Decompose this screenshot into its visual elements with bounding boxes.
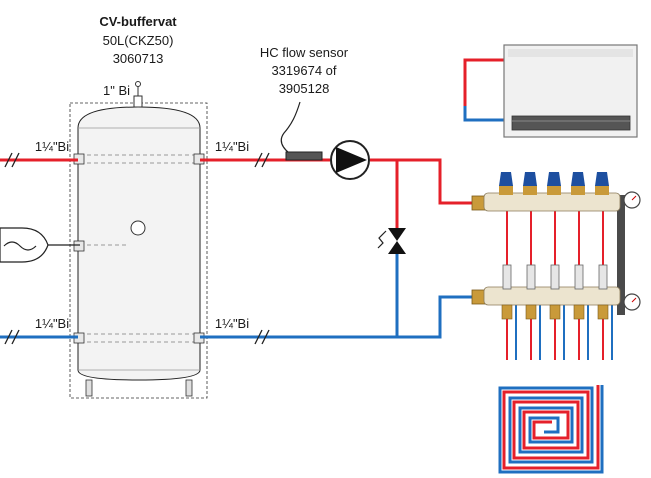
heat-pump-unit [463,44,638,138]
unit-return-pipe [463,106,508,122]
connection-label-left-top: 1¼"Bi [35,139,69,154]
break-mark [11,152,20,168]
sensor-label-line3: 3905128 [279,81,330,96]
pipe-break-marks [4,152,270,345]
air-vent-cap [135,81,141,87]
valve-spring-icon [377,230,387,249]
valve-body [523,185,537,195]
return-pipes [0,254,475,339]
tank-foot-left [85,379,93,397]
gauge-needle [631,297,637,303]
supply-pipe-to-manifold [370,158,475,205]
valve-cap-icon [571,172,585,186]
bypass-valve [377,228,406,254]
coupling [501,304,513,320]
top-connection-label: 1" Bi [103,83,130,98]
coupling [549,304,561,320]
break-mark [261,152,270,168]
tank-title: CV-buffervat [99,14,177,29]
flow-sensor-icon [285,151,323,161]
return-pipe-to-manifold [200,295,475,339]
flow-meter-icon [526,264,536,290]
flow-meter-icon [550,264,560,290]
flow-meter-icon [574,264,584,290]
coupling [573,304,585,320]
break-mark [254,329,263,345]
flow-meter-icon [598,264,608,290]
valve-cap-icon [499,172,513,186]
circulation-pump [330,140,370,180]
pump-direction-icon [336,147,367,173]
tank-foot-right [185,379,193,397]
coil-supply [502,385,600,470]
expansion-vessel-icon [0,227,49,263]
valve-cap-icon [595,172,609,186]
manifold-valves [499,172,609,195]
unit-grille [511,115,631,131]
flow-meters [502,264,608,290]
break-mark [4,152,13,168]
tank-stub-sensor [73,240,85,252]
valve-triangle-bottom-icon [388,241,406,254]
manifold-bracket [617,195,625,315]
valve-body [595,185,609,195]
break-mark [254,152,263,168]
valve-body [571,185,585,195]
manifold-bottom-bar [483,286,621,306]
valve-body [499,185,513,195]
break-mark [4,329,13,345]
buffer-tank [69,81,208,399]
supply-pipes [0,158,475,228]
manifold-top-bar [483,192,621,212]
underfloor-manifold [471,172,641,360]
sensor-label-line2: 3319674 of [271,63,336,78]
couplings [501,304,609,320]
tank-capacity: 50L(CKZ50) [103,33,174,48]
floor-heating-coil-icon [498,385,604,474]
tank-article: 3060713 [113,51,164,66]
air-vent-icon [133,95,143,108]
coupling [597,304,609,320]
circuit-pipes [506,200,613,360]
unit-supply-pipe [463,58,508,106]
valve-cap-icon [523,172,537,186]
connection-label-left-bottom: 1¼"Bi [35,316,69,331]
sensor-cable [280,101,301,154]
coupling [525,304,537,320]
coil-return [498,385,604,474]
valve-triangle-top-icon [388,228,406,241]
connection-label-right-bottom: 1¼"Bi [215,316,249,331]
valve-body [547,185,561,195]
flow-sensor [280,101,323,161]
sensor-label-line1: HC flow sensor [260,45,349,60]
break-mark [11,329,20,345]
expansion-vessel [0,227,80,263]
connection-label-right-top: 1¼"Bi [215,139,249,154]
unit-top-shade [508,49,633,57]
tank-inspection-port [130,220,146,236]
valve-cap-icon [547,172,561,186]
gauge-needle [631,195,637,201]
break-mark [261,329,270,345]
tank-frame [69,102,208,399]
flow-meter-icon [502,264,512,290]
tank-body [77,106,201,381]
expansion-wave [3,241,37,251]
